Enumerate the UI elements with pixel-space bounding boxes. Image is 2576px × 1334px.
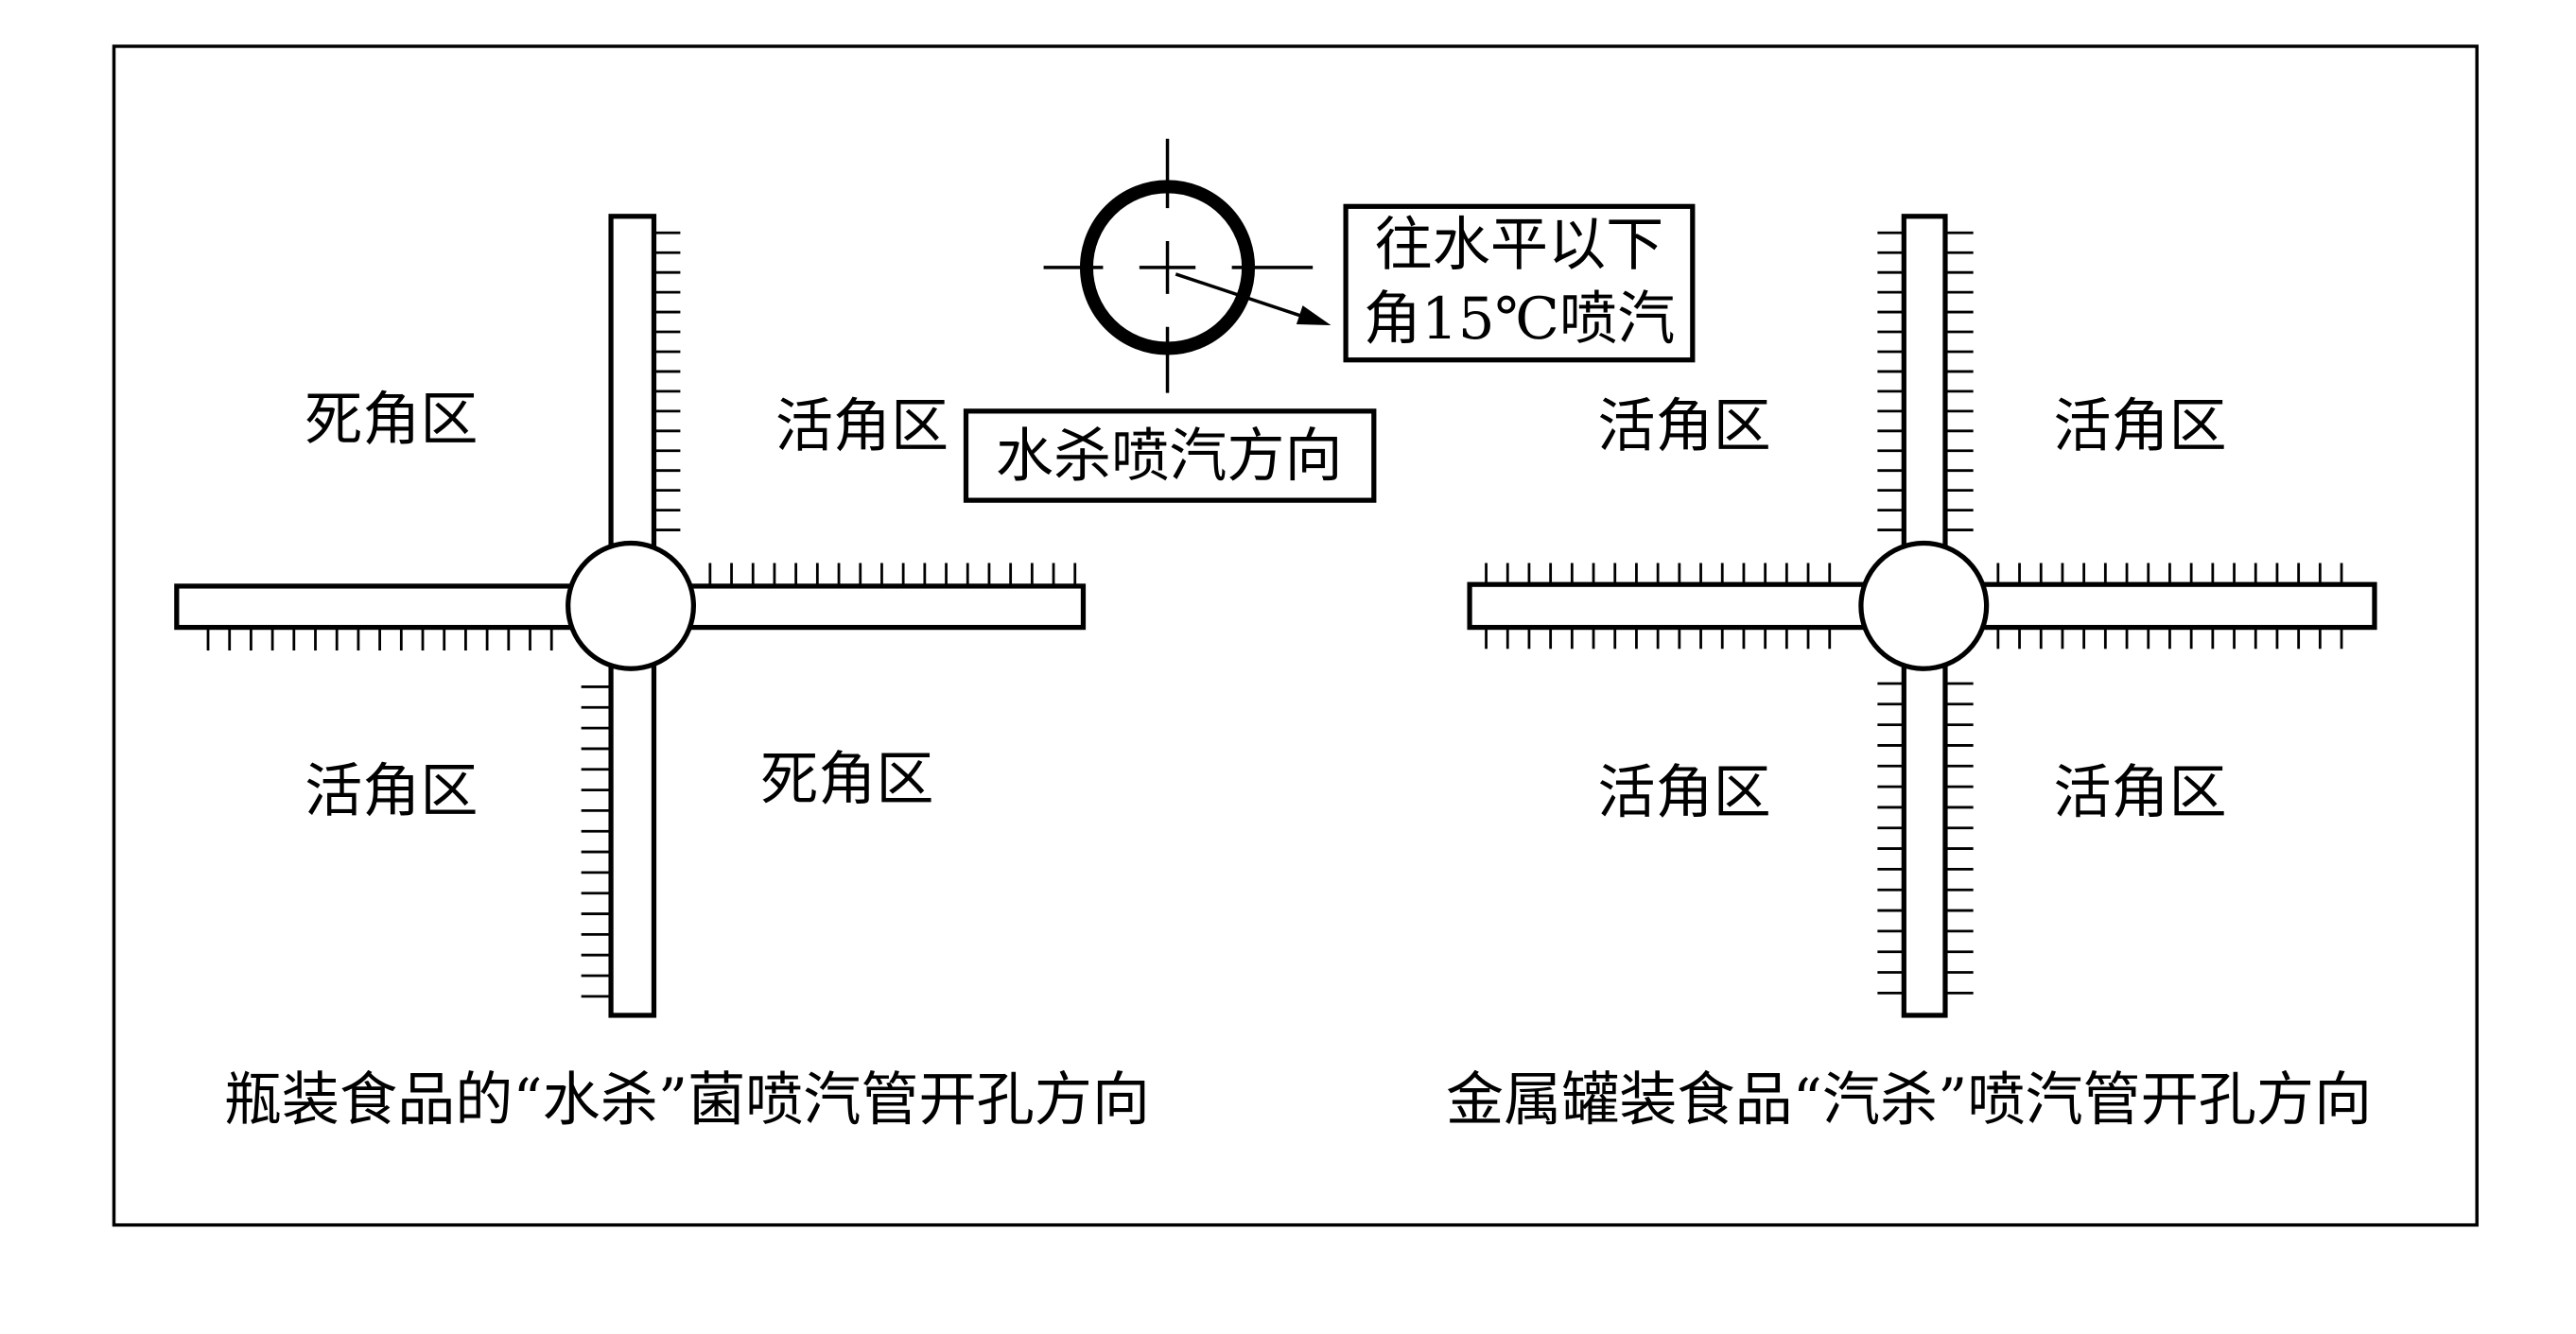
can-diagram-caption: 金属罐装食品“汽杀”喷汽管开孔方向 (1446, 1066, 2372, 1134)
can-pipe-hub-circle (1858, 540, 1990, 671)
can-steam-hole-ticks (1485, 231, 2343, 995)
can-zone-upper-left-label: 活角区 (1597, 393, 1770, 460)
bottle-steam-hole-ticks (206, 231, 1077, 998)
bottle-zone-lower-left-label: 活角区 (305, 757, 478, 824)
can-steam-pipe-diagram: 活角区 活角区 活角区 活角区 金属罐装食品“汽杀”喷汽管开孔方向 (1446, 214, 2377, 1134)
pipe-cross-section: 往水平以下 角15℃喷汽 水杀喷汽方向 (963, 138, 1696, 503)
bottle-diagram-caption: 瓶装食品的“水杀”菌喷汽管开孔方向 (224, 1066, 1150, 1134)
spray-direction-label-box: 水杀喷汽方向 (963, 408, 1377, 503)
bottle-zone-upper-left-label: 死角区 (305, 387, 478, 454)
outer-frame (112, 44, 2479, 1227)
spray-direction-label: 水杀喷汽方向 (996, 423, 1343, 490)
direction-note-line-2: 角15℃喷汽 (1364, 286, 1675, 353)
bottle-zone-lower-right-label: 死角区 (760, 746, 933, 813)
direction-note-box: 往水平以下 角15℃喷汽 (1343, 203, 1696, 363)
can-zone-lower-right-label: 活角区 (2053, 759, 2226, 826)
direction-note-line-1: 往水平以下 (1375, 211, 1664, 278)
can-zone-lower-left-label: 活角区 (1597, 759, 1770, 826)
steam-direction-arrow (1175, 272, 1332, 326)
bottle-zone-upper-right-label: 活角区 (775, 393, 949, 460)
can-zone-upper-right-label: 活角区 (2053, 393, 2226, 460)
bottle-steam-pipe-diagram: 死角区 活角区 活角区 死角区 瓶装食品的“水杀”菌喷汽管开孔方向 (174, 214, 1150, 1134)
bottle-pipe-hub-circle (566, 540, 697, 671)
pipe-section-ring (1079, 180, 1256, 355)
arrowhead-icon (1296, 305, 1332, 326)
